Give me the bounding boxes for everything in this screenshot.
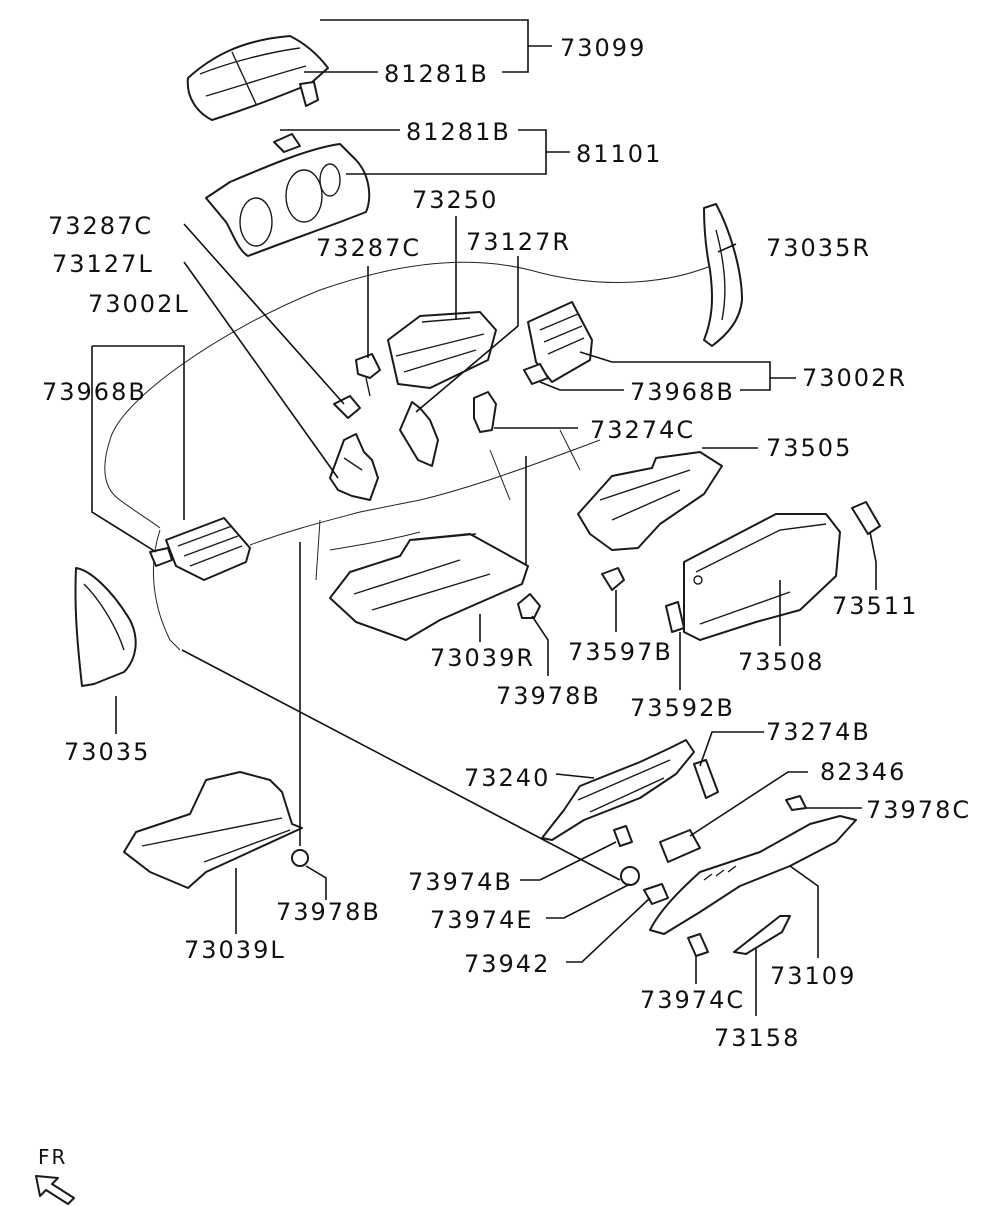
glove-box-73508 [683,513,841,641]
label-73287C-mid: 73287C [316,234,421,262]
label-73240: 73240 [464,764,550,792]
label-81101: 81101 [576,140,662,168]
vent-73002R [523,301,593,385]
label-73511: 73511 [832,592,918,620]
side-trim-73035R [703,203,743,347]
label-73035R: 73035R [766,234,871,262]
label-73978B-mid: 73978B [496,682,601,710]
screw-73974E [620,866,640,886]
connector-82346 [659,829,701,863]
label-73274C: 73274C [590,416,695,444]
label-73035: 73035 [64,738,150,766]
label-73942: 73942 [464,950,550,978]
label-73978B-low: 73978B [276,898,381,926]
label-73250: 73250 [412,186,498,214]
label-73099: 73099 [560,34,646,62]
fr-label: FR [38,1145,67,1169]
meter-housing-81101 [205,133,371,257]
label-73039L: 73039L [184,936,286,964]
vent-73002L [149,517,251,581]
duct-73039L [123,771,303,889]
clip-73978B-mid [517,593,541,619]
label-73592B: 73592B [630,694,735,722]
label-73109: 73109 [770,962,856,990]
front-direction-indicator: FR [35,1145,75,1205]
label-73158: 73158 [714,1024,800,1052]
label-73287C-left: 73287C [48,212,153,240]
clip-73592B [665,601,685,633]
label-73002L: 73002L [88,290,190,318]
lower-trim-73109 [649,815,857,935]
bracket-73127L [329,433,379,501]
leader-lines [91,19,877,1016]
side-trim-73035L [74,567,137,687]
duct-73039R [329,533,529,641]
label-73974C: 73974C [640,986,745,1014]
label-73968B-right: 73968B [630,378,735,406]
clip-73978B-low [291,849,309,867]
bolt-73274B [693,759,719,799]
glove-box-frame-73505 [577,451,723,551]
label-73127L: 73127L [52,250,154,278]
latch-73511 [851,501,881,535]
meter-hood-73099 [186,35,329,121]
clip-73274C [473,391,497,433]
label-73274B: 73274B [766,718,871,746]
clip-73978C [785,795,807,811]
bracket-73127R [399,401,439,467]
part-number-labels: 73099 81281B 81281B 81101 73250 73287C 7… [42,34,971,1052]
label-73597B: 73597B [568,638,673,666]
label-73978C: 73978C [866,796,971,824]
instrument-panel-outline [104,261,721,651]
trim-73158 [733,915,791,955]
clip-73597B [601,567,625,591]
clip-73287C-left [333,395,361,419]
screw-73974C [687,933,709,957]
center-panel-73250 [387,311,497,389]
label-73039R: 73039R [430,644,535,672]
screw-73974B [613,825,633,847]
label-73974E: 73974E [430,906,534,934]
lower-bracket-73240 [541,739,695,841]
label-73505: 73505 [766,434,852,462]
label-81281B-mid: 81281B [406,118,511,146]
label-73508: 73508 [738,648,824,676]
label-73002R: 73002R [802,364,907,392]
front-direction-arrow-icon [35,1175,75,1205]
label-73974B: 73974B [408,868,513,896]
label-82346: 82346 [820,758,906,786]
label-81281B-top: 81281B [384,60,489,88]
label-73127R: 73127R [466,228,571,256]
label-73968B-left: 73968B [42,378,147,406]
clip-73287C-mid [355,353,381,397]
